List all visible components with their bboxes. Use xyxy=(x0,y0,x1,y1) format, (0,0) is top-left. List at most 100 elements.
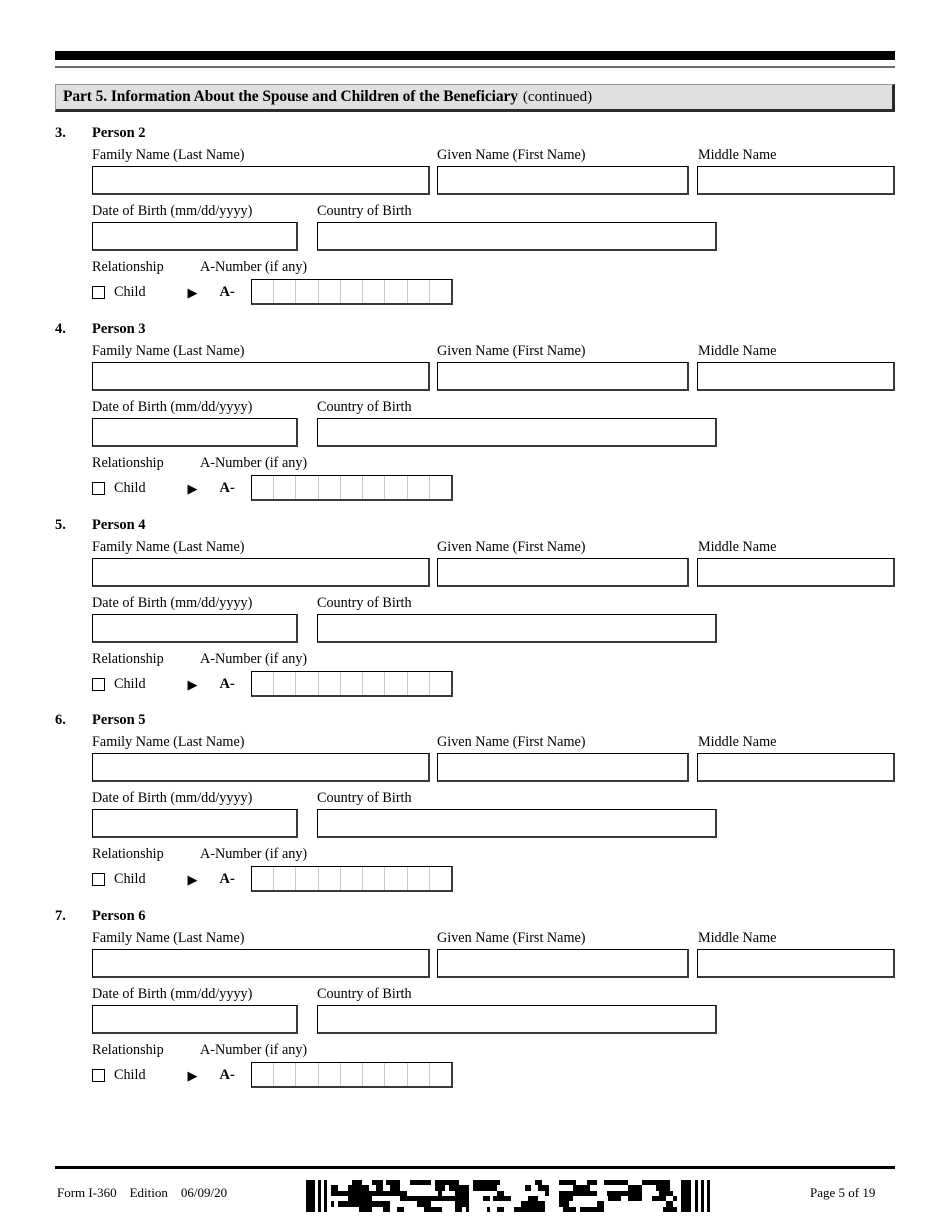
a-number-cell[interactable] xyxy=(408,476,430,499)
a-number-cell[interactable] xyxy=(341,867,364,890)
a-number-grid[interactable] xyxy=(251,866,453,892)
child-checkbox[interactable] xyxy=(92,285,105,299)
given-name-input[interactable] xyxy=(437,949,689,978)
header-rule-thin xyxy=(55,66,895,68)
country-of-birth-input[interactable] xyxy=(317,222,717,251)
a-number-cell[interactable] xyxy=(385,867,408,890)
relationship-child-row: Child▶A- xyxy=(92,674,235,694)
a-number-cell[interactable] xyxy=(274,476,297,499)
date-of-birth-label: Date of Birth (mm/dd/yyyy) xyxy=(92,203,253,219)
a-number-cell[interactable] xyxy=(341,672,364,695)
a-number-cell[interactable] xyxy=(274,1063,297,1086)
a-number-cell[interactable] xyxy=(274,280,297,303)
date-of-birth-input[interactable] xyxy=(92,809,298,838)
given-name-input[interactable] xyxy=(437,558,689,587)
a-number-grid[interactable] xyxy=(251,279,453,305)
a-number-cell[interactable] xyxy=(385,476,408,499)
a-number-cell[interactable] xyxy=(319,476,341,499)
family-name-label: Family Name (Last Name) xyxy=(92,734,245,750)
date-of-birth-input[interactable] xyxy=(92,222,298,251)
middle-name-input[interactable] xyxy=(697,949,895,978)
given-name-input[interactable] xyxy=(437,362,689,391)
a-number-cell[interactable] xyxy=(363,476,386,499)
a-number-cell[interactable] xyxy=(430,476,451,499)
middle-name-input[interactable] xyxy=(697,753,895,782)
a-number-cell[interactable] xyxy=(274,867,297,890)
a-number-cell[interactable] xyxy=(430,867,451,890)
family-name-input[interactable] xyxy=(92,166,430,195)
a-number-cell[interactable] xyxy=(408,867,430,890)
a-number-cell[interactable] xyxy=(252,867,275,890)
a-number-cell[interactable] xyxy=(385,280,408,303)
footer-edition-label: Edition xyxy=(129,1185,168,1200)
person-label: Person 2 xyxy=(92,125,146,141)
a-number-cell[interactable] xyxy=(319,867,341,890)
a-number-cell[interactable] xyxy=(363,867,386,890)
relationship-child-row: Child▶A- xyxy=(92,869,235,889)
a-number-cell[interactable] xyxy=(341,1063,364,1086)
family-name-label: Family Name (Last Name) xyxy=(92,147,245,163)
a-number-cell[interactable] xyxy=(319,1063,341,1086)
a-number-grid[interactable] xyxy=(251,1062,453,1088)
given-name-input[interactable] xyxy=(437,166,689,195)
a-number-cell[interactable] xyxy=(430,672,451,695)
relationship-label: Relationship xyxy=(92,1042,164,1058)
a-number-cell[interactable] xyxy=(252,1063,275,1086)
country-of-birth-input[interactable] xyxy=(317,1005,717,1034)
a-number-cell[interactable] xyxy=(296,672,319,695)
middle-name-label: Middle Name xyxy=(698,539,777,555)
date-of-birth-input[interactable] xyxy=(92,1005,298,1034)
family-name-input[interactable] xyxy=(92,362,430,391)
country-of-birth-input[interactable] xyxy=(317,418,717,447)
child-checkbox[interactable] xyxy=(92,872,105,886)
a-number-cell[interactable] xyxy=(363,280,386,303)
a-number-cell[interactable] xyxy=(430,280,451,303)
a-number-cell[interactable] xyxy=(341,476,364,499)
child-checkbox[interactable] xyxy=(92,481,105,495)
part-section-title: Part 5. Information About the Spouse and… xyxy=(63,88,518,105)
given-name-input[interactable] xyxy=(437,753,689,782)
a-number-label: A-Number (if any) xyxy=(200,259,308,275)
date-of-birth-input[interactable] xyxy=(92,614,298,643)
a-number-prefix: A- xyxy=(219,283,235,300)
a-number-cell[interactable] xyxy=(296,280,319,303)
a-number-cell[interactable] xyxy=(319,280,341,303)
a-number-cell[interactable] xyxy=(408,672,430,695)
a-number-cell[interactable] xyxy=(274,672,297,695)
child-checkbox[interactable] xyxy=(92,677,105,691)
middle-name-input[interactable] xyxy=(697,558,895,587)
a-number-cell[interactable] xyxy=(408,280,430,303)
a-number-prefix: A- xyxy=(219,1066,235,1083)
a-number-cell[interactable] xyxy=(296,476,319,499)
a-number-cell[interactable] xyxy=(252,280,275,303)
a-number-cell[interactable] xyxy=(296,1063,319,1086)
a-number-cell[interactable] xyxy=(319,672,341,695)
date-of-birth-input[interactable] xyxy=(92,418,298,447)
a-number-cell[interactable] xyxy=(252,672,275,695)
relationship-child-row: Child▶A- xyxy=(92,282,235,302)
item-number: 5. xyxy=(55,517,66,533)
country-of-birth-input[interactable] xyxy=(317,809,717,838)
a-number-cell[interactable] xyxy=(341,280,364,303)
middle-name-input[interactable] xyxy=(697,166,895,195)
a-number-cell[interactable] xyxy=(430,1063,451,1086)
a-number-cell[interactable] xyxy=(296,867,319,890)
family-name-input[interactable] xyxy=(92,949,430,978)
middle-name-label: Middle Name xyxy=(698,343,777,359)
country-of-birth-label: Country of Birth xyxy=(317,595,412,611)
middle-name-input[interactable] xyxy=(697,362,895,391)
a-number-cell[interactable] xyxy=(363,672,386,695)
family-name-input[interactable] xyxy=(92,753,430,782)
given-name-label: Given Name (First Name) xyxy=(437,539,586,555)
child-checkbox[interactable] xyxy=(92,1068,105,1082)
a-number-grid[interactable] xyxy=(251,475,453,501)
country-of-birth-input[interactable] xyxy=(317,614,717,643)
a-number-cell[interactable] xyxy=(408,1063,430,1086)
a-number-cell[interactable] xyxy=(252,476,275,499)
person-label: Person 6 xyxy=(92,908,146,924)
a-number-grid[interactable] xyxy=(251,671,453,697)
a-number-cell[interactable] xyxy=(385,1063,408,1086)
a-number-cell[interactable] xyxy=(385,672,408,695)
a-number-cell[interactable] xyxy=(363,1063,386,1086)
family-name-input[interactable] xyxy=(92,558,430,587)
